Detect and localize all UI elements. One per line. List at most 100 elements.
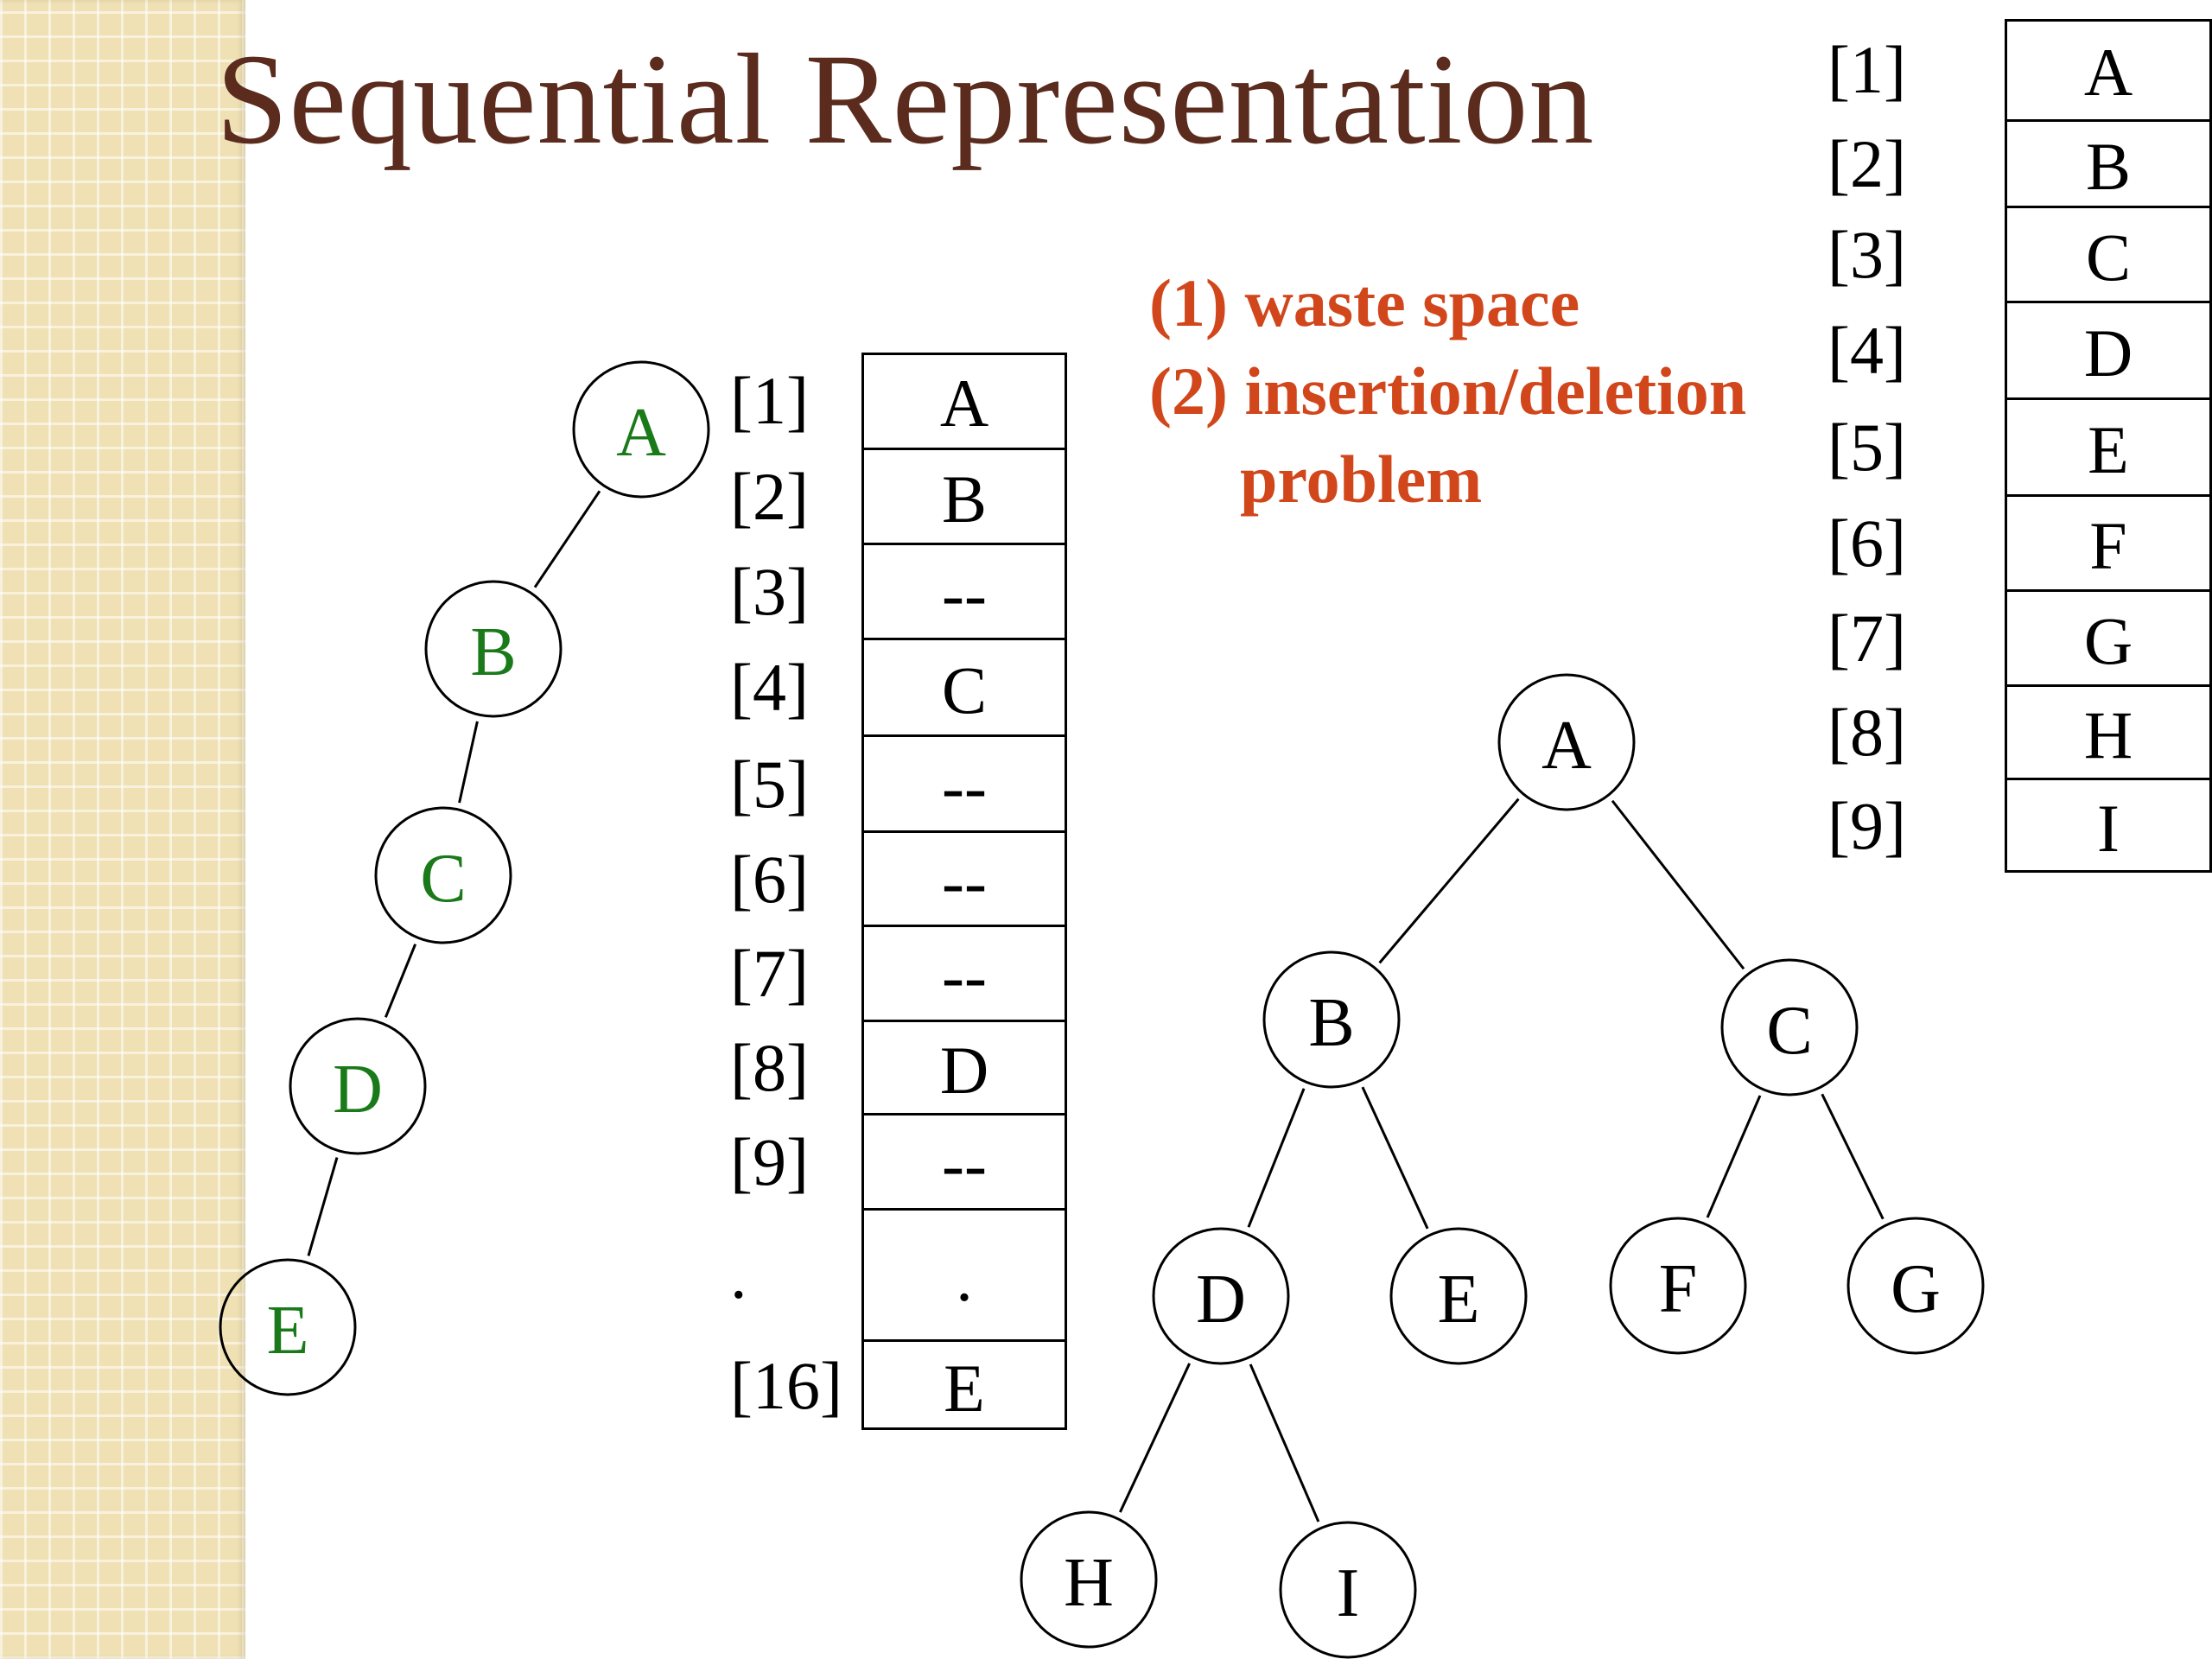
skewed-array-cell-value: --: [942, 938, 987, 1014]
note-problem: problem: [1240, 442, 1483, 517]
complete-array-cell-value: C: [2085, 219, 2132, 295]
skewed-array-cell-divider: [861, 448, 1067, 450]
complete-tree-node-label: F: [1659, 1251, 1698, 1327]
complete-array-index-label: [7]: [1827, 601, 1906, 676]
complete-array-cell-value: B: [2085, 129, 2132, 204]
skewed-array-cell-value: --: [942, 1127, 987, 1202]
skewed-array-index-label: [7]: [730, 936, 809, 1011]
complete-tree-node-label: G: [1891, 1251, 1941, 1327]
complete-array-index-label: [5]: [1827, 410, 1906, 485]
skewed-array-cell-divider: [861, 1208, 1067, 1211]
complete-array-cell-divider: [2005, 301, 2212, 303]
complete-array-index-label: [9]: [1827, 788, 1906, 863]
complete-tree-node-circle: [1389, 1227, 1528, 1365]
complete-array-cell-value: H: [2083, 697, 2133, 772]
skewed-tree-node-label: A: [616, 395, 666, 471]
complete-tree-node-circle: [1720, 958, 1859, 1096]
skewed-tree-node-label: E: [267, 1293, 309, 1369]
complete-tree-node-label: I: [1337, 1555, 1360, 1631]
complete-tree-node-label: A: [1541, 708, 1592, 784]
skewed-tree-edge: [307, 1157, 339, 1256]
complete-tree-node-label: B: [1308, 985, 1354, 1061]
skewed-array-cell-divider: [861, 638, 1067, 640]
skewed-array-cell-divider: [861, 543, 1067, 545]
skewed-array-index-label: [16]: [730, 1347, 842, 1423]
complete-tree-node-circle: [1609, 1217, 1747, 1355]
skewed-tree-edge: [533, 490, 601, 588]
skewed-array-index-label: [6]: [730, 841, 809, 917]
skewed-array-cell-value: D: [939, 1033, 989, 1108]
skewed-array-cell-divider: [861, 734, 1067, 737]
complete-array-cell-divider: [2005, 119, 2212, 122]
complete-tree-node-label: H: [1064, 1545, 1114, 1621]
skewed-array-cell-value: A: [939, 365, 989, 441]
skewed-tree-node-label: D: [333, 1052, 383, 1128]
skewed-array-cell-divider: [861, 830, 1067, 833]
skewed-array-cell-value: --: [942, 748, 987, 824]
complete-tree-edge: [1821, 1093, 1885, 1220]
complete-array-index-label: [3]: [1827, 217, 1906, 292]
complete-array-index-label: [6]: [1827, 505, 1906, 581]
skewed-array-index-label: [9]: [730, 1124, 809, 1199]
complete-tree-edge: [1118, 1363, 1192, 1513]
skewed-array-cell-divider: [861, 1113, 1067, 1116]
complete-array-column-box: [2005, 19, 2212, 873]
complete-tree-node-label: C: [1766, 993, 1812, 1069]
note-insertion-deletion: (2) insertion/deletion: [1149, 353, 1747, 429]
complete-tree-node-circle: [1279, 1521, 1417, 1659]
complete-tree-node-label: E: [1438, 1262, 1480, 1338]
complete-tree-node-label: D: [1196, 1262, 1246, 1338]
skewed-array-index-label: [4]: [730, 650, 809, 725]
complete-array-cell-value: E: [2088, 412, 2129, 487]
complete-tree-edge: [1611, 799, 1745, 970]
complete-tree-node-circle: [1020, 1510, 1158, 1649]
skewed-array-column-box: [861, 353, 1067, 1430]
skewed-array-cell-value: --: [942, 843, 987, 919]
complete-array-cell-divider: [2005, 397, 2212, 400]
skewed-tree-node-label: C: [420, 841, 466, 917]
skewed-tree-edge: [458, 721, 479, 804]
skewed-tree-node-circle: [374, 806, 512, 944]
complete-array-index-label: [4]: [1827, 313, 1906, 388]
complete-tree-edge: [1361, 1086, 1429, 1230]
skewed-array-index-label: [3]: [730, 554, 809, 629]
skewed-array-index-label: [5]: [730, 746, 809, 822]
complete-tree-edge: [1247, 1088, 1306, 1228]
complete-array-index-label: [2]: [1827, 126, 1906, 201]
complete-array-cell-divider: [2005, 494, 2212, 497]
skewed-tree-node-label: B: [470, 614, 516, 690]
complete-array-index-label: [1]: [1827, 32, 1906, 107]
complete-array-cell-value: A: [2083, 35, 2133, 110]
complete-array-cell-value: D: [2083, 315, 2133, 391]
complete-array-cell-divider: [2005, 684, 2212, 687]
complete-tree-edge: [1249, 1363, 1320, 1522]
skewed-array-cell-value: C: [941, 652, 988, 728]
skewed-array-cell-value: E: [944, 1350, 985, 1426]
skewed-array-index-label: .: [730, 1237, 747, 1313]
skewed-array-cell-value: B: [941, 461, 988, 537]
complete-tree-edge: [1378, 798, 1520, 964]
skewed-array-cell-divider: [861, 1339, 1067, 1342]
note-waste-space: (1) waste space: [1149, 265, 1580, 340]
skewed-tree-edge: [384, 944, 417, 1018]
skewed-array-cell-value: .: [956, 1240, 973, 1315]
skewed-array-index-label: [1]: [730, 363, 809, 438]
skewed-array-cell-divider: [861, 1020, 1067, 1022]
skewed-tree-node-circle: [424, 580, 563, 718]
complete-tree-edge: [1706, 1095, 1762, 1218]
skewed-array-cell-value: --: [942, 556, 987, 632]
skewed-array-index-label: [8]: [730, 1030, 809, 1105]
complete-array-cell-divider: [2005, 778, 2212, 780]
complete-array-cell-divider: [2005, 206, 2212, 208]
decorative-side-stripe: [0, 0, 245, 1659]
skewed-array-cell-divider: [861, 925, 1067, 927]
complete-array-cell-value: F: [2089, 508, 2127, 583]
complete-array-cell-divider: [2005, 589, 2212, 592]
skewed-tree-node-circle: [219, 1258, 357, 1396]
skewed-array-index-label: [2]: [730, 459, 809, 534]
complete-array-cell-value: I: [2097, 791, 2120, 866]
slide-title: Sequential Representation: [216, 28, 1595, 171]
complete-array-index-label: [8]: [1827, 695, 1906, 770]
skewed-tree-node-circle: [289, 1017, 427, 1155]
